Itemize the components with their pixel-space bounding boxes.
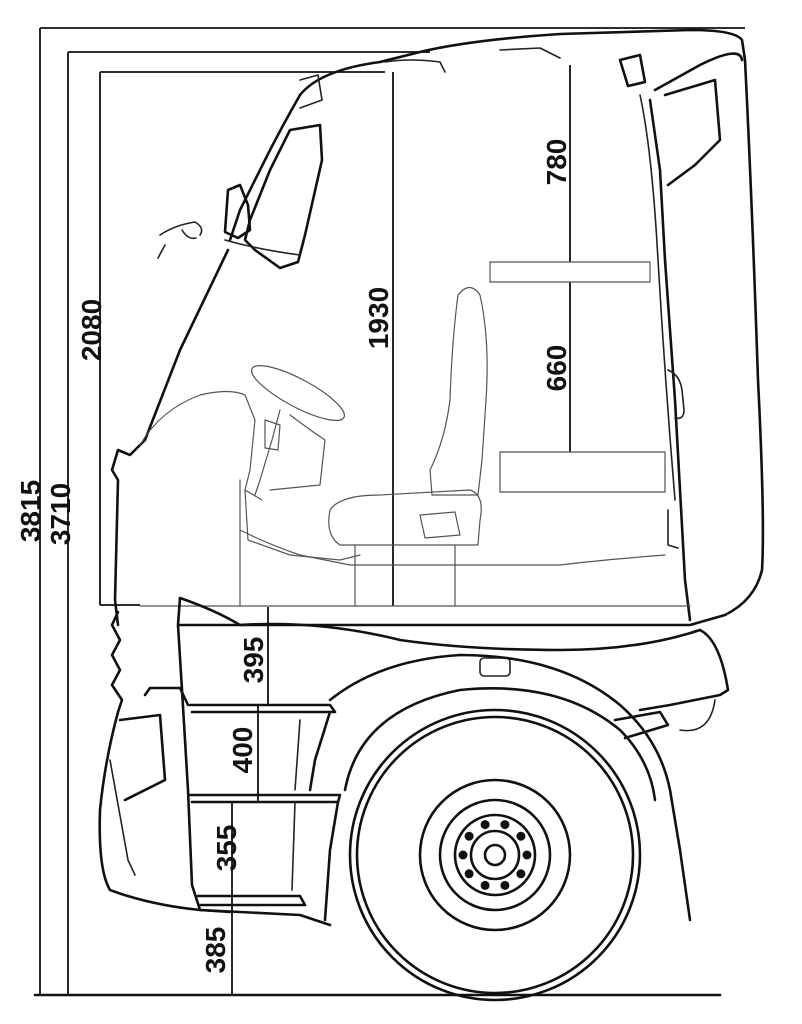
label-395: 395 (238, 637, 269, 684)
front-wheel (348, 708, 642, 1002)
lug-nut (522, 850, 532, 860)
lower-body (98, 596, 730, 927)
lug-nut (464, 831, 474, 841)
lug-nut (516, 831, 526, 841)
lug-nut (458, 850, 468, 860)
label-3815: 3815 (15, 480, 46, 542)
dimension-cab-interior (99, 71, 385, 606)
lug-nut (500, 880, 510, 890)
label-780: 780 (541, 139, 572, 186)
label-1930: 1930 (363, 287, 394, 349)
lug-nut (516, 869, 526, 879)
lug-nut (464, 869, 474, 879)
label-400: 400 (227, 727, 258, 774)
cab-body (110, 28, 765, 627)
lug-nuts (458, 820, 532, 890)
bunks (489, 261, 666, 493)
label-385: 385 (200, 927, 231, 974)
dimension-labels: 3815 3710 2080 1930 780 660 395 400 355 … (15, 139, 572, 974)
lug-nut (480, 820, 490, 830)
label-355: 355 (211, 825, 242, 872)
dimension-overall-height (39, 27, 745, 995)
lug-nut (480, 880, 490, 890)
label-2080: 2080 (76, 299, 107, 361)
label-660: 660 (541, 345, 572, 392)
cab-interior (139, 221, 691, 607)
dimension-roof-height (67, 51, 430, 995)
label-3710: 3710 (45, 483, 76, 545)
lug-nut (500, 820, 510, 830)
